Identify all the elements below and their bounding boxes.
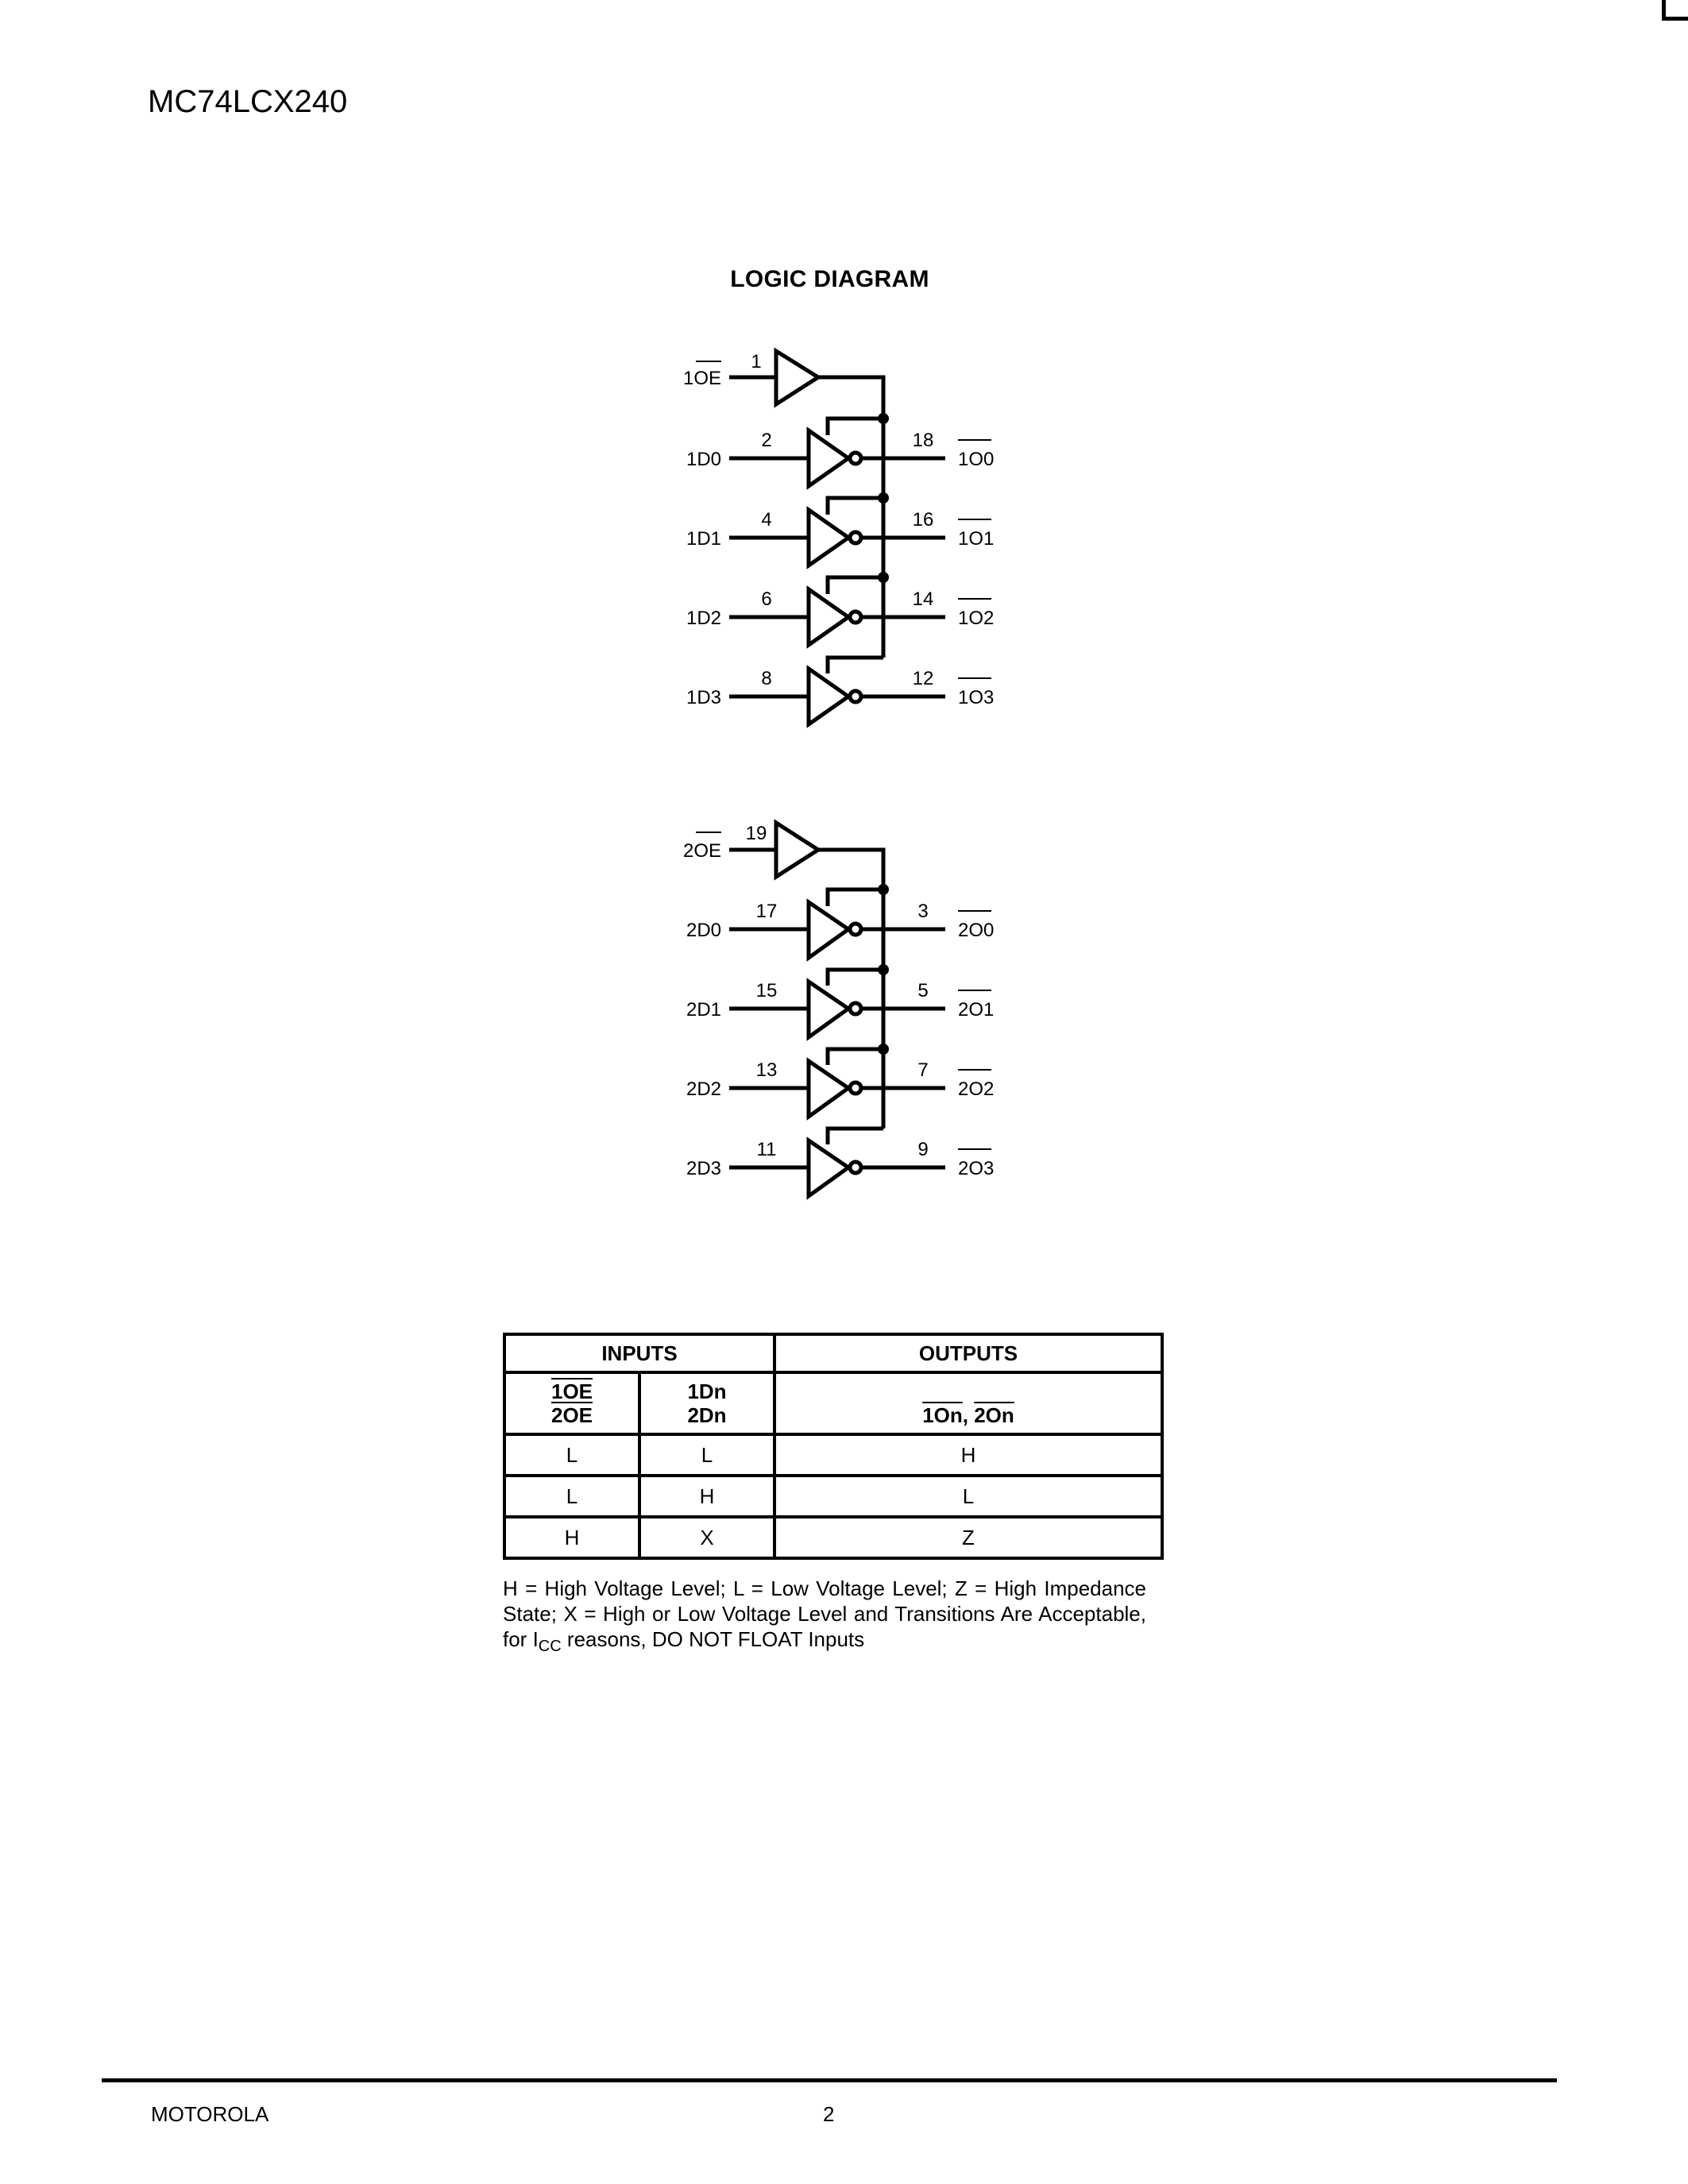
output-label: 2O1 [958, 999, 994, 1021]
note-text: H = High Voltage Level; L = Low Voltage … [503, 1576, 1146, 1651]
inverter-2d2-icon [806, 1057, 852, 1121]
table-row: L L H [503, 1433, 1164, 1477]
input-label: 1D3 [686, 687, 721, 708]
output-label: 1O1 [958, 528, 994, 550]
pin-number: 5 [917, 980, 928, 1001]
dn-header-line2: 2Dn [687, 1403, 727, 1427]
pin-number: 6 [761, 588, 771, 610]
pin-number: 2 [761, 430, 771, 451]
input-label: 1D1 [686, 528, 721, 550]
cell-out: L [773, 1474, 1164, 1518]
group-2-wiring [696, 819, 991, 1200]
pin-number: 17 [756, 901, 778, 922]
oe-header-line2: 2OE [550, 1403, 593, 1427]
out-header-a: 1On [922, 1403, 963, 1427]
footer-brand: MOTOROLA [151, 2102, 269, 2126]
output-label: 1O0 [958, 449, 994, 470]
pin-number: 3 [917, 901, 928, 922]
oe-header-line1: 1OE [550, 1379, 593, 1403]
pin-number: 7 [917, 1059, 928, 1081]
enable-label-1: 1OE [683, 368, 721, 389]
cell-out: Z [773, 1515, 1164, 1560]
pin-number: 9 [917, 1139, 928, 1160]
outputs-header: OUTPUTS [773, 1333, 1164, 1374]
logic-diagram-title-text: LOGIC DIAGRAM [730, 266, 929, 292]
inverter-1d1-icon [806, 506, 852, 569]
cell-out: H [773, 1433, 1164, 1477]
inverter-2d3-icon [806, 1136, 852, 1200]
output-label: 2O0 [958, 920, 994, 941]
output-label: 1O2 [958, 608, 994, 629]
pin-number: 12 [913, 668, 934, 689]
crop-mark [1662, 0, 1688, 21]
cell-dn: H [638, 1474, 776, 1518]
note-subscript: CC [538, 1638, 562, 1655]
inverter-2d1-icon [806, 978, 852, 1041]
cell-dn: L [638, 1433, 776, 1477]
cell-oe: H [503, 1515, 641, 1560]
footer-divider [102, 2078, 1557, 2082]
junction-dot [878, 884, 889, 895]
cell-dn: X [638, 1515, 776, 1560]
junction-dot [878, 413, 889, 424]
enable-buffer-1-icon [774, 347, 822, 408]
pin-number: 14 [913, 588, 934, 610]
output-label: 2O2 [958, 1078, 994, 1100]
junction-dot [878, 572, 889, 583]
input-label: 1D0 [686, 449, 721, 470]
pin-number: 16 [913, 509, 934, 531]
out-header-b: 2On [974, 1403, 1014, 1427]
inverter-1d2-icon [806, 585, 852, 649]
junction-dot [878, 964, 889, 975]
output-label: 1O3 [958, 687, 994, 708]
input-label: 1D2 [686, 608, 721, 629]
dn-header-line1: 1Dn [687, 1379, 727, 1403]
logic-diagram-title: LOGIC DIAGRAM [0, 265, 1688, 294]
pin-number: 4 [761, 509, 771, 531]
pin-number: 19 [746, 823, 767, 844]
inputs-header: INPUTS [503, 1333, 776, 1374]
pin-number: 18 [913, 430, 934, 451]
table-row: H X Z [503, 1515, 1164, 1560]
enable-label-2: 2OE [683, 840, 721, 862]
pin-number: 13 [756, 1059, 778, 1081]
inverter-1d0-icon [806, 426, 852, 490]
oe-column-header: 1OE 2OE [503, 1371, 641, 1436]
truth-table-note: H = High Voltage Level; L = Low Voltage … [503, 1576, 1146, 1659]
enable-buffer-2-icon [774, 819, 822, 881]
inverter-1d3-icon [806, 665, 852, 728]
output-column-header: 1On, 2On [773, 1371, 1164, 1436]
pin-number: 15 [756, 980, 778, 1001]
junction-dot [878, 492, 889, 504]
input-label: 2D1 [686, 999, 721, 1021]
input-label: 2D2 [686, 1078, 721, 1100]
input-label: 2D3 [686, 1158, 721, 1179]
inverter-2d0-icon [806, 898, 852, 962]
group-1-wiring [696, 347, 991, 728]
truth-table: INPUTS OUTPUTS 1OE 2OE 1Dn 2Dn 1On, 2On … [503, 1333, 1164, 1560]
dn-column-header: 1Dn 2Dn [638, 1371, 776, 1436]
table-row: L H L [503, 1474, 1164, 1518]
junction-dot [878, 1044, 889, 1055]
note-text-end: reasons, DO NOT FLOAT Inputs [561, 1627, 865, 1651]
pin-number: 8 [761, 668, 771, 689]
input-label: 2D0 [686, 920, 721, 941]
pin-number: 1 [751, 351, 761, 372]
output-label: 2O3 [958, 1158, 994, 1179]
cell-oe: L [503, 1433, 641, 1477]
out-header-sep: , [962, 1403, 975, 1427]
header-part-number: MC74LCX240 [148, 84, 348, 119]
page-number: 2 [823, 2102, 835, 2126]
pin-number: 11 [757, 1139, 777, 1160]
cell-oe: L [503, 1474, 641, 1518]
